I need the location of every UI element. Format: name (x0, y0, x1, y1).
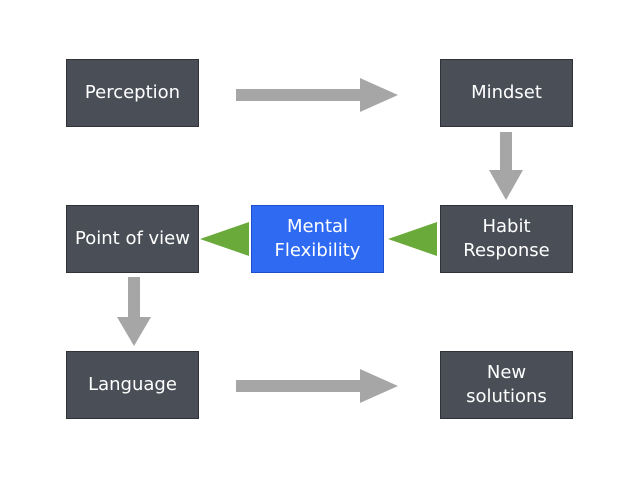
arrow-perception-to-mindset (236, 78, 398, 112)
node-habit-response: Habit Response (440, 205, 573, 273)
arrow-mindset-to-habit (489, 132, 523, 200)
node-new-solutions: New solutions (440, 351, 573, 419)
node-mindset: Mindset (440, 59, 573, 127)
node-point-of-view: Point of view (66, 205, 199, 273)
arrow-mental-to-pointofview (200, 222, 249, 256)
node-mental-flexibility: Mental Flexibility (251, 205, 384, 273)
node-perception: Perception (66, 59, 199, 127)
arrow-habit-to-mental (388, 222, 437, 256)
node-language: Language (66, 351, 199, 419)
arrow-language-to-newsolutions (236, 369, 398, 403)
arrow-pointofview-to-language (117, 277, 151, 346)
